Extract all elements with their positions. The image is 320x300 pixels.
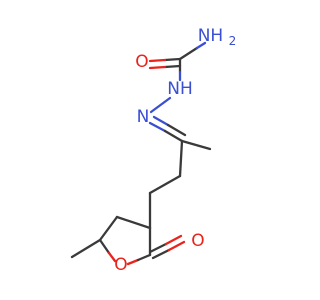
bond-c-o-amide-2-o [148,65,167,70]
svg-text:O: O [191,231,204,251]
svg-text:O: O [114,255,127,275]
svg-text:O: O [135,52,148,72]
bond-nh-n [149,96,172,114]
bond-ch2-ch2 [148,174,182,195]
carbonyl-oxygen-label: O [191,231,204,251]
bond-c2-o-2 [151,248,171,260]
amide-oxygen-label: O [135,52,148,72]
svg-text:NH: NH [167,79,193,99]
bond-n-c-imine-1-n [148,121,167,133]
bond-c-nh2-n-part [195,41,207,50]
bond-c-nh2 [178,46,199,61]
bond-c-o-amide-2 [163,64,182,69]
svg-text:NH 2: NH 2 [198,26,237,48]
bond-ring-c5-o [98,238,111,255]
bond-c-o-amide-1-o [148,58,167,63]
nh2-label: NH 2 [198,26,237,48]
bond-c2-o-1 [148,242,168,254]
bond-c2-o-1-o [164,234,183,246]
bond-ring-c4-c5 [98,215,119,242]
bond-c2-o-2-o [167,240,186,252]
nh2-subscript: 2 [229,34,237,48]
bond-c-methyl-top [180,139,212,151]
svg-text:N: N [137,107,150,127]
hydrazide-nh-label: NH [167,79,193,99]
bond-n-c-imine-2 [166,123,187,137]
bond-c-ch2-1 [178,139,184,178]
bond-c5-methyl [70,238,102,259]
bond-c-o-amide-1 [163,57,182,62]
bond-n-c-imine-2-n [152,115,170,127]
imine-nitrogen-label: N [137,107,150,127]
bond-ring-c5-o-o [107,251,117,263]
bond-ring-o-c2-o [126,258,140,266]
bond-ring-o-c2 [136,253,152,262]
ring-oxygen-label: O [114,255,127,275]
bond-ring-c3-c4 [115,215,152,230]
molecule-structure: NH 2 O NH N O O [70,26,237,275]
bond-n-c-imine-1 [163,129,184,143]
